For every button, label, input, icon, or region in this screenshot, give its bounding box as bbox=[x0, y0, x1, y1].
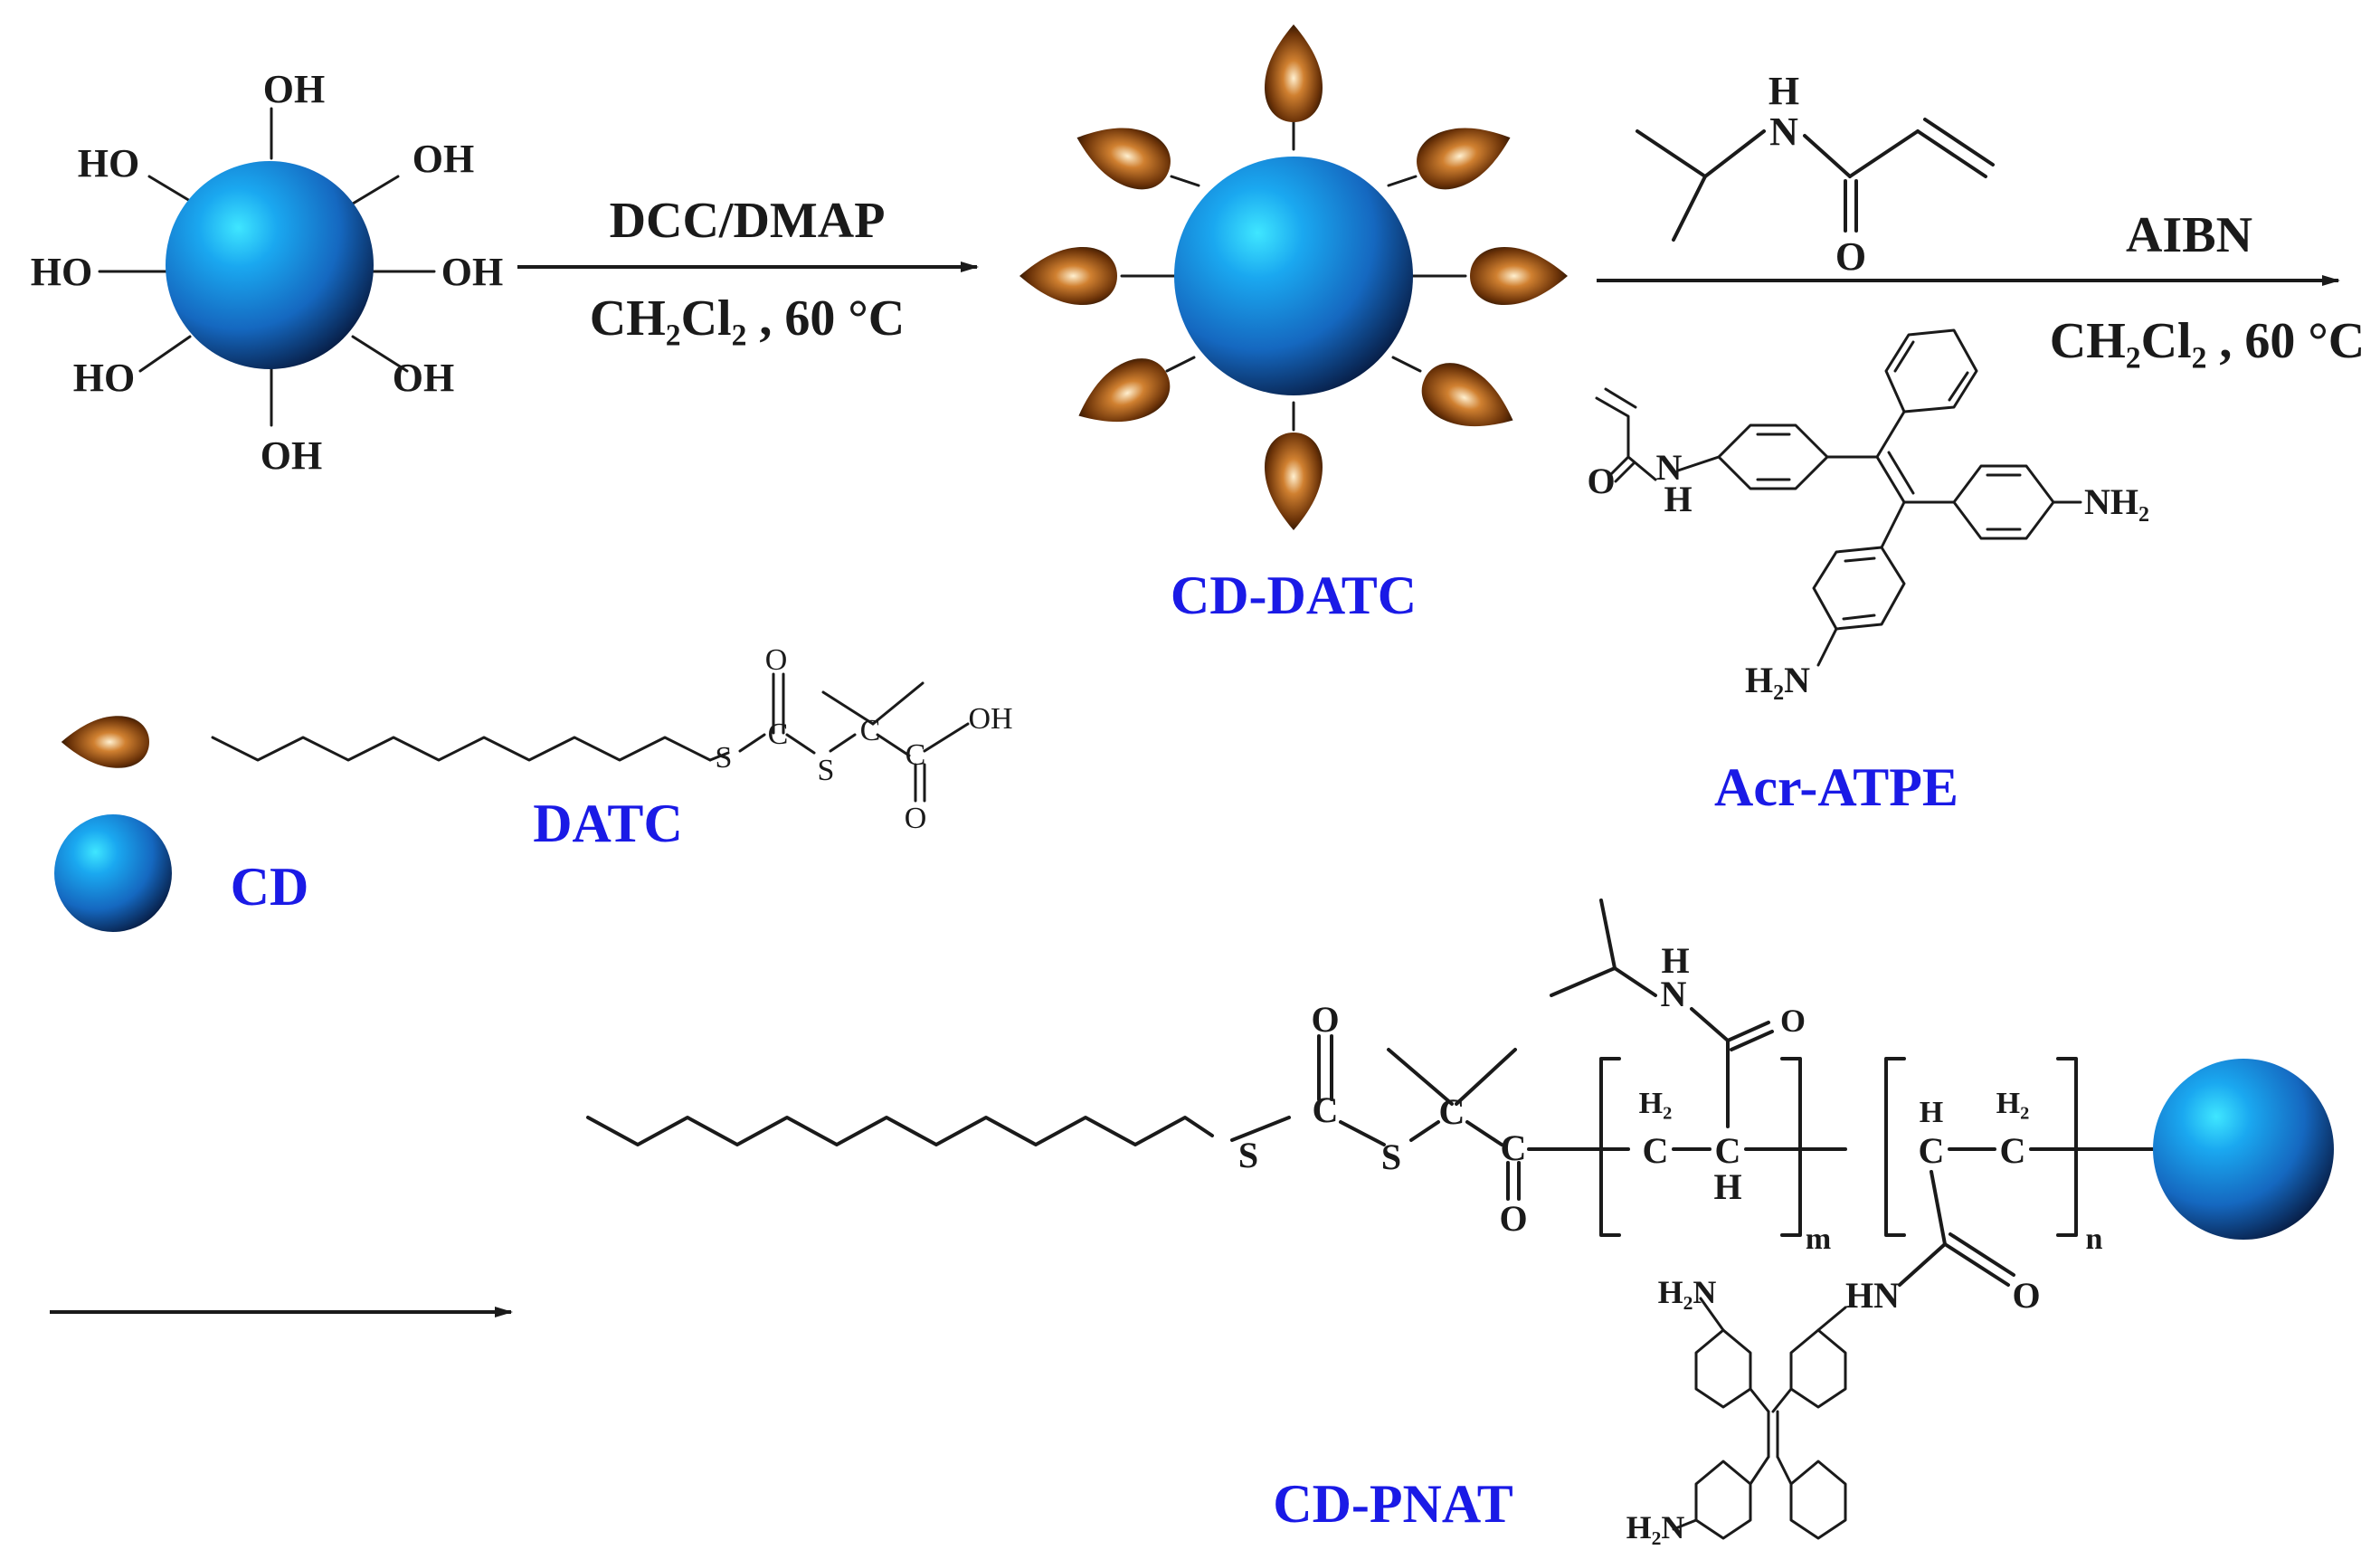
cd-datc-structure: CD-DATC bbox=[1019, 24, 1568, 625]
ho-label: HO bbox=[78, 141, 139, 185]
step2-reagent: AIBN bbox=[2126, 207, 2252, 263]
atom-o: O bbox=[905, 802, 927, 835]
cd-pnat-structure: S O C S C C O m H₂ C C H O N H n C H bbox=[586, 899, 2334, 1545]
datc-droplet bbox=[1067, 110, 1179, 199]
step2-arrow: AIBN CH₂Cl₂ , 60 °C bbox=[1597, 207, 2365, 369]
datc-structure: S O C S C C O OH DATC bbox=[211, 643, 1013, 853]
nh2-label: NH₂ bbox=[2084, 481, 2149, 522]
atom-o: O bbox=[1587, 461, 1615, 501]
atom-o: O bbox=[765, 643, 788, 677]
h2n-label: H₂N bbox=[1658, 1274, 1717, 1310]
atom-s: S bbox=[716, 741, 733, 775]
atom-o: O bbox=[1780, 1003, 1806, 1039]
atom-c: C bbox=[1313, 1089, 1339, 1130]
datc-droplet bbox=[1265, 433, 1323, 530]
atom-oh: OH bbox=[968, 702, 1012, 736]
atom-o: O bbox=[2012, 1275, 2040, 1316]
cd-label: CD bbox=[231, 857, 309, 917]
legend: CD bbox=[54, 716, 308, 932]
atom-n: N bbox=[1769, 109, 1798, 154]
atom-h: H bbox=[1713, 1166, 1741, 1207]
cd-with-hydroxyls: OH HO OH HO OH HO OH OH bbox=[31, 67, 503, 478]
atom-c: C bbox=[2000, 1130, 2026, 1171]
oh-label: OH bbox=[441, 250, 503, 294]
atom-c: C bbox=[1919, 1130, 1945, 1171]
oh-label: OH bbox=[261, 433, 322, 478]
ho-label: HO bbox=[73, 356, 135, 400]
atom-c: C bbox=[1501, 1127, 1527, 1168]
atom-o: O bbox=[1835, 234, 1866, 279]
step1-arrow: DCC/DMAP CH₂Cl₂ , 60 °C bbox=[517, 193, 979, 347]
atom-c: C bbox=[1439, 1091, 1465, 1132]
atom-c: C bbox=[768, 718, 789, 751]
atom-c: C bbox=[1643, 1130, 1669, 1171]
step1-solvent: CH₂Cl₂ , 60 °C bbox=[590, 290, 905, 347]
h2n-label: H₂N bbox=[1745, 660, 1810, 700]
ch2-h2: H₂ bbox=[1996, 1087, 2030, 1120]
oh-label: OH bbox=[393, 356, 454, 400]
step2-solvent: CH₂Cl₂ , 60 °C bbox=[2050, 313, 2365, 369]
cd-pnat-label: CD-PNAT bbox=[1273, 1474, 1513, 1534]
nipam-monomer: H N O bbox=[1636, 69, 1995, 279]
acr-atpe-structure: O N H NH₂ H₂N Acr-ATPE bbox=[1587, 328, 2149, 817]
datc-droplet bbox=[1066, 347, 1180, 442]
ho-label: HO bbox=[31, 250, 92, 294]
cd-sphere-terminal bbox=[2153, 1059, 2334, 1240]
atom-n: N bbox=[1656, 447, 1683, 488]
cd-core-sphere bbox=[166, 161, 374, 369]
atom-o: O bbox=[1311, 999, 1339, 1040]
ch2-h2: H₂ bbox=[1639, 1087, 1673, 1120]
atom-o: O bbox=[1499, 1198, 1527, 1239]
datc-droplet bbox=[1265, 24, 1323, 122]
atom-s: S bbox=[1238, 1135, 1258, 1175]
cd-sphere bbox=[1174, 157, 1413, 395]
subscript-n: n bbox=[2086, 1222, 2103, 1256]
datc-droplet bbox=[1408, 110, 1521, 199]
h2n-label: H₂N bbox=[1626, 1509, 1685, 1545]
datc-droplet bbox=[1019, 247, 1117, 305]
atom-s: S bbox=[818, 754, 835, 787]
atom-h: H bbox=[1920, 1096, 1943, 1129]
subscript-m: m bbox=[1806, 1222, 1831, 1256]
acr-atpe-label: Acr-ATPE bbox=[1714, 757, 1958, 817]
datc-droplet-legend bbox=[61, 716, 149, 768]
atom-c: C bbox=[860, 714, 881, 747]
datc-droplet bbox=[1470, 247, 1568, 305]
atom-c: C bbox=[906, 738, 926, 772]
step1-reagent: DCC/DMAP bbox=[610, 193, 886, 249]
atom-n: N bbox=[1661, 974, 1687, 1014]
atom-s: S bbox=[1381, 1136, 1401, 1177]
atom-h: H bbox=[1768, 69, 1799, 113]
oh-label: OH bbox=[263, 67, 325, 111]
oh-label: OH bbox=[412, 137, 474, 181]
hn-label: HN bbox=[1845, 1275, 1900, 1316]
atom-h: H bbox=[1661, 940, 1689, 981]
atom-h: H bbox=[1664, 479, 1692, 519]
cd-datc-label: CD-DATC bbox=[1171, 566, 1417, 625]
datc-label: DATC bbox=[533, 794, 683, 853]
atom-c: C bbox=[1715, 1130, 1741, 1171]
datc-droplet bbox=[1412, 352, 1526, 447]
cd-sphere-legend bbox=[54, 814, 172, 932]
